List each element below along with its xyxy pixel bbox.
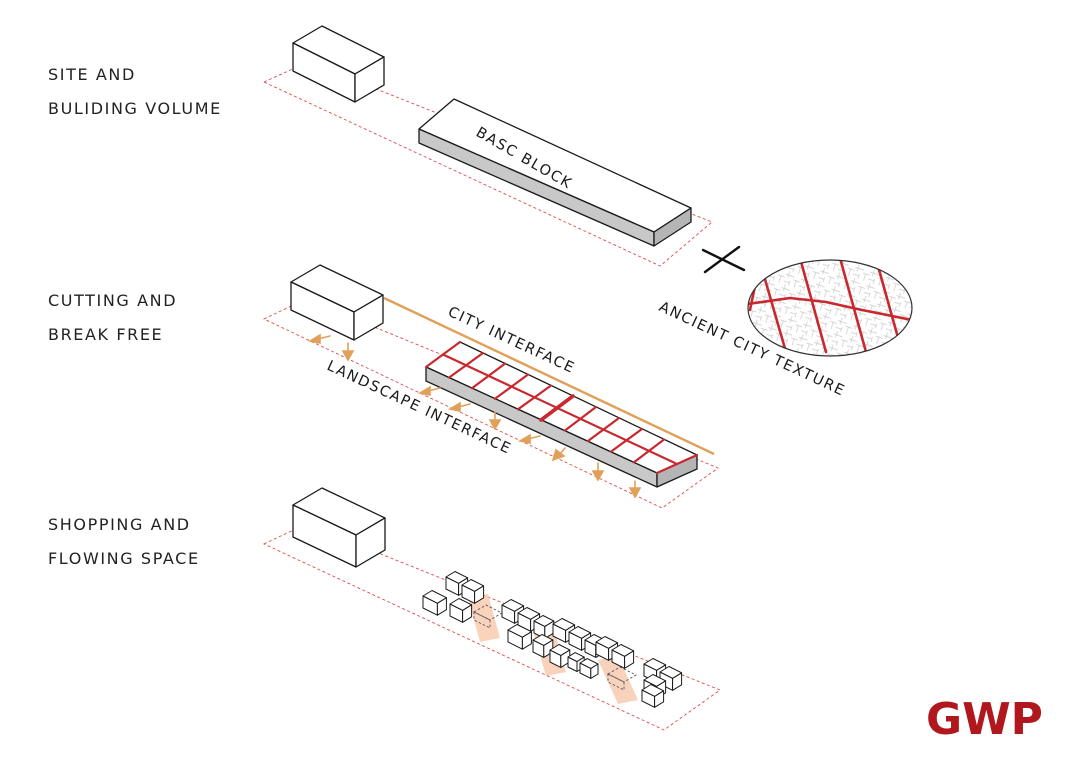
cut-block [424, 340, 699, 488]
step1-group: BASC BLOCK [262, 25, 713, 267]
small-volume-step2 [290, 264, 384, 341]
shop-block [422, 590, 447, 616]
step2-title-line1: CUTTING AND [48, 291, 178, 310]
step3-title-line2: FLOWING SPACE [48, 549, 200, 568]
shop-block [579, 658, 599, 679]
logo: GWP [926, 694, 1043, 745]
small-volume-step1 [292, 25, 385, 103]
landscape-arrows [307, 333, 642, 499]
step2-group [262, 264, 719, 509]
shop-block [507, 624, 532, 650]
shop-block [461, 579, 485, 604]
step1-title: SITE AND BULIDING VOLUME [48, 58, 222, 126]
cut-grid [424, 340, 699, 475]
arrow-icon [517, 433, 541, 444]
ancient-city-texture [747, 259, 913, 357]
shop-block [641, 684, 665, 708]
city-interface-line [383, 296, 715, 456]
step3-group [262, 487, 721, 731]
shop-block [549, 644, 571, 668]
step1-title-line1: SITE AND [48, 65, 136, 84]
step3-title: SHOPPING AND FLOWING SPACE [48, 508, 200, 576]
step3-title-line1: SHOPPING AND [48, 515, 191, 534]
arrow-icon [628, 480, 642, 499]
shop-block [611, 644, 635, 669]
arrow-icon [488, 411, 502, 431]
arrow-icon [551, 447, 566, 462]
arrow-icon [341, 342, 355, 362]
shop-block [449, 598, 473, 623]
small-volume-step3 [292, 487, 386, 568]
arrow-icon [307, 333, 331, 344]
arrow-icon [417, 385, 441, 396]
basc-block [418, 98, 692, 247]
site-boundary-step2 [262, 298, 719, 509]
shop-blocks [422, 571, 683, 708]
step2-title: CUTTING AND BREAK FREE [48, 284, 177, 352]
step2-title-line2: BREAK FREE [48, 325, 164, 344]
operator-symbol-text: + [0, 0, 1, 1]
step1-title-line2: BULIDING VOLUME [48, 99, 222, 118]
operator-symbol [701, 245, 746, 274]
arrow-icon [591, 462, 605, 482]
arrow-icon [447, 401, 471, 412]
